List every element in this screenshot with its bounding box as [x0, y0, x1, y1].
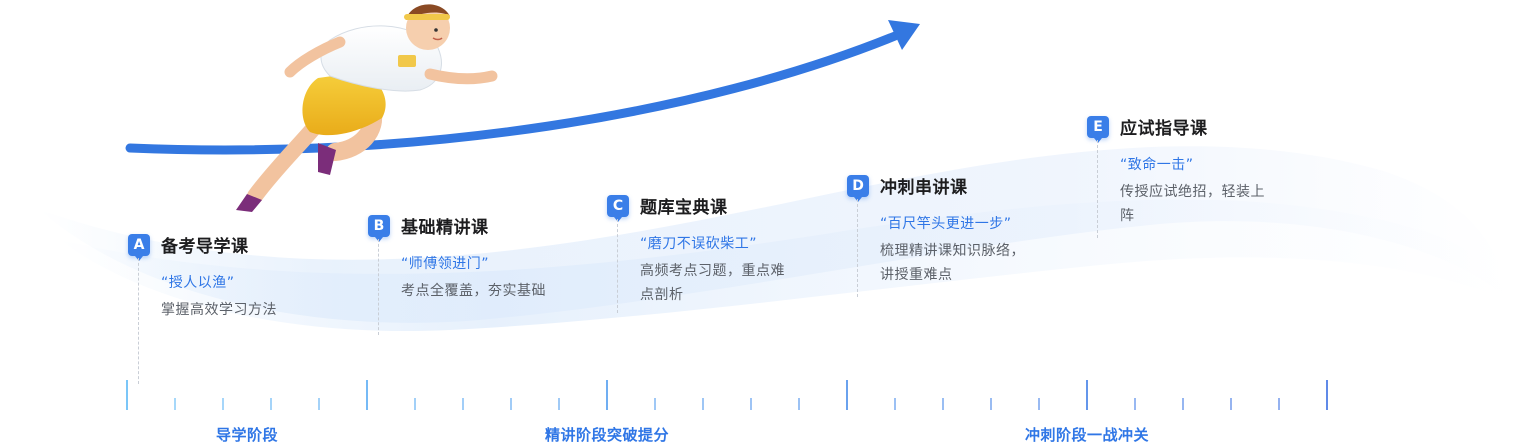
step-quote: “百尺竿头更进一步”	[880, 216, 1012, 232]
wave-ribbon	[40, 146, 1510, 332]
timeline-axis	[126, 380, 1328, 411]
runner-figure	[236, 4, 498, 212]
step-quote: “磨刀不误砍柴工”	[640, 236, 758, 252]
step-description: 掌握高效学习方法	[161, 302, 277, 318]
step-title: 备考导学课	[161, 237, 249, 257]
step-description: 高频考点习题，重点难点剖析	[640, 263, 785, 303]
step-description: 考点全覆盖，夯实基础	[401, 283, 546, 299]
phase-label-sprint: 冲刺阶段一战冲关	[1024, 426, 1150, 444]
step-connector-line	[378, 239, 379, 335]
step-description: 梳理精讲课知识脉络，讲授重难点	[880, 243, 1025, 283]
step-description: 传授应试绝招，轻装上阵	[1120, 184, 1265, 224]
step-quote: “授人以渔”	[161, 275, 235, 291]
step-title: 题库宝典课	[640, 198, 728, 218]
step-connector-line	[617, 219, 618, 313]
step-badge: C	[607, 194, 629, 222]
growth-arrow	[125, 20, 920, 155]
step-connector-line	[1097, 140, 1098, 238]
phase-label-intro: 导学阶段	[215, 426, 279, 444]
step-title: 应试指导课	[1120, 119, 1208, 139]
step-badge: D	[847, 174, 869, 202]
step-badge: E	[1087, 115, 1109, 143]
step-quote: “致命一击”	[1120, 157, 1194, 173]
step-quote: “师傅领进门”	[401, 256, 490, 272]
step-connector-line	[857, 199, 858, 297]
phase-label-intensive: 精讲阶段突破提分	[544, 426, 670, 444]
step-title: 冲刺串讲课	[880, 178, 968, 198]
step-connector-line	[138, 258, 139, 384]
step-badge: B	[368, 214, 390, 242]
step-title: 基础精讲课	[401, 218, 489, 238]
step-badge: A	[128, 233, 150, 261]
